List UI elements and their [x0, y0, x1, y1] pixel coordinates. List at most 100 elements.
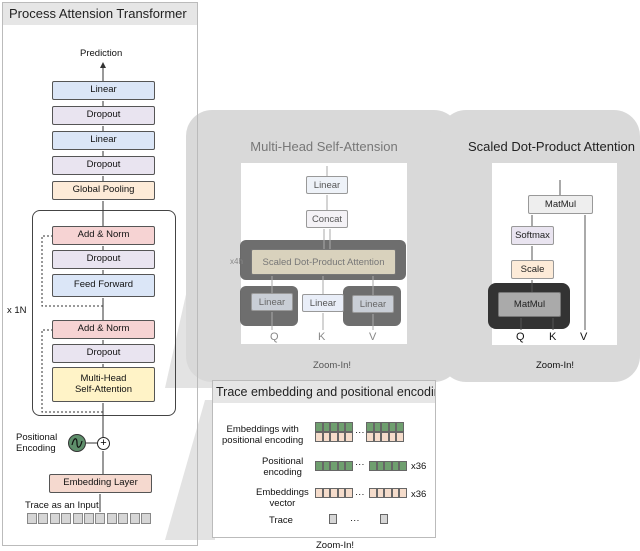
embedding-cell	[369, 488, 377, 498]
trace-input-cell	[118, 513, 129, 524]
trace-cell	[329, 514, 337, 524]
mhsa-concat: Concat	[306, 210, 348, 228]
embedding-cell	[315, 488, 323, 498]
trace-panel-title: Trace embedding and positional encoding	[213, 381, 435, 403]
mhsa-v: V	[369, 331, 377, 343]
sdpa-matmul-top: MatMul	[528, 195, 593, 214]
add-norm-1-block: Add & Norm	[52, 226, 155, 245]
dropout-top-block: Dropout	[52, 106, 155, 125]
encoder-group	[32, 210, 176, 416]
x36-embeddings: x36	[411, 489, 427, 500]
trace-label: Trace	[269, 515, 293, 526]
feed-forward-block: Feed Forward	[52, 274, 155, 297]
combined-embedding-cell	[345, 422, 353, 432]
embedding-cell	[391, 488, 400, 498]
trace-input-label: Trace as an Input	[25, 500, 99, 511]
positional-cell	[330, 461, 338, 471]
positional-cell	[337, 461, 346, 471]
combined-embedding-cell	[373, 432, 382, 442]
combined-embedding-cell	[315, 432, 323, 442]
zoom-funnel-trace	[165, 400, 215, 540]
combined-embedding-cell	[337, 422, 346, 432]
dropout-1-block: Dropout	[52, 250, 155, 269]
positional-cell	[322, 461, 331, 471]
combined-embedding-cell	[345, 432, 353, 442]
combined-embedding-cell	[373, 422, 382, 432]
trace-input-cell	[61, 513, 72, 524]
combined-embedding-cell	[381, 432, 389, 442]
heads-label: x4h	[230, 257, 243, 266]
mhsa-panel-title: Multi-Head Self-Attension	[210, 136, 438, 158]
sdpa-panel-title: Scaled Dot-Product Attention	[462, 136, 640, 158]
trace-input-cell	[72, 513, 83, 524]
sdpa-k: K	[549, 331, 557, 343]
mhsa-linear-k: Linear	[302, 294, 344, 312]
trace-input-cell	[129, 513, 140, 524]
trace-input-cell	[38, 513, 49, 524]
dropout-mid-block: Dropout	[52, 156, 155, 175]
sdpa-scale: Scale	[511, 260, 554, 279]
plus-icon: +	[97, 437, 110, 450]
mha-block: Multi-Head Self-Attention	[52, 367, 155, 402]
dots-1: ···	[355, 427, 365, 438]
mhsa-sdpa-block: Scaled Dot-Product Attention	[251, 249, 396, 275]
global-pooling-block: Global Pooling	[52, 181, 155, 200]
embedding-cell	[384, 488, 392, 498]
trace-input-cell	[95, 513, 106, 524]
add-norm-2-block: Add & Norm	[52, 320, 155, 339]
sdpa-zoom-label: Zoom-In!	[536, 360, 575, 371]
combined-embedding-cell	[366, 432, 374, 442]
positional-cell	[399, 461, 407, 471]
dots-2: ···	[355, 459, 365, 470]
trace-input-cell	[49, 513, 60, 524]
left-panel	[2, 2, 198, 546]
combined-embedding-cell	[396, 432, 404, 442]
positional-encoding-label: Positional Encoding	[16, 432, 58, 455]
sdpa-softmax: Softmax	[511, 226, 554, 245]
embedding-layer-block: Embedding Layer	[49, 474, 152, 493]
embeddings-vector-label: Embeddings vector	[256, 487, 309, 510]
embedding-cell	[345, 488, 353, 498]
linear-top-block: Linear	[52, 81, 155, 100]
mhsa-linear-v: Linear	[352, 295, 394, 313]
trace-zoom-label: Zoom-In!	[316, 540, 355, 551]
positional-cell	[376, 461, 385, 471]
dots-4: ···	[350, 515, 360, 526]
sine-wave-icon	[68, 434, 86, 452]
trace-cell	[380, 514, 388, 524]
combined-embedding-cell	[315, 422, 323, 432]
emb-with-pos-label: Embeddings with positional encoding	[222, 424, 304, 447]
combined-embedding-cell	[396, 422, 404, 432]
mhsa-linear-top: Linear	[306, 176, 348, 194]
sdpa-q: Q	[516, 331, 525, 343]
prediction-label: Prediction	[80, 48, 123, 59]
combined-embedding-cell	[322, 422, 331, 432]
trace-input-cell	[84, 513, 94, 524]
dropout-2-block: Dropout	[52, 344, 155, 363]
left-panel-title: Process Attension Transformer	[3, 3, 197, 25]
positional-cell	[345, 461, 353, 471]
combined-embedding-cell	[322, 432, 331, 442]
trace-input-cell	[27, 513, 37, 524]
combined-embedding-cell	[366, 422, 374, 432]
positional-cell	[369, 461, 377, 471]
mhsa-zoom-label: Zoom-In!	[313, 360, 352, 371]
trace-input-cell	[141, 513, 151, 524]
positional-cell	[315, 461, 323, 471]
linear-mid-block: Linear	[52, 131, 155, 150]
trace-input-cells	[27, 513, 152, 526]
repeat-label: x 1N	[7, 305, 27, 316]
positional-label: Positional encoding	[262, 456, 304, 479]
dots-3: ···	[355, 489, 365, 500]
positional-cell	[384, 461, 392, 471]
combined-embedding-cell	[330, 422, 338, 432]
combined-embedding-cell	[388, 422, 397, 432]
sdpa-matmul-bottom: MatMul	[498, 292, 561, 317]
embedding-cell	[330, 488, 338, 498]
mhsa-k: K	[318, 331, 326, 343]
embedding-cell	[376, 488, 385, 498]
combined-embedding-cell	[330, 432, 338, 442]
mhsa-linear-q: Linear	[251, 293, 293, 311]
combined-embedding-cell	[337, 432, 346, 442]
sdpa-v: V	[580, 331, 588, 343]
